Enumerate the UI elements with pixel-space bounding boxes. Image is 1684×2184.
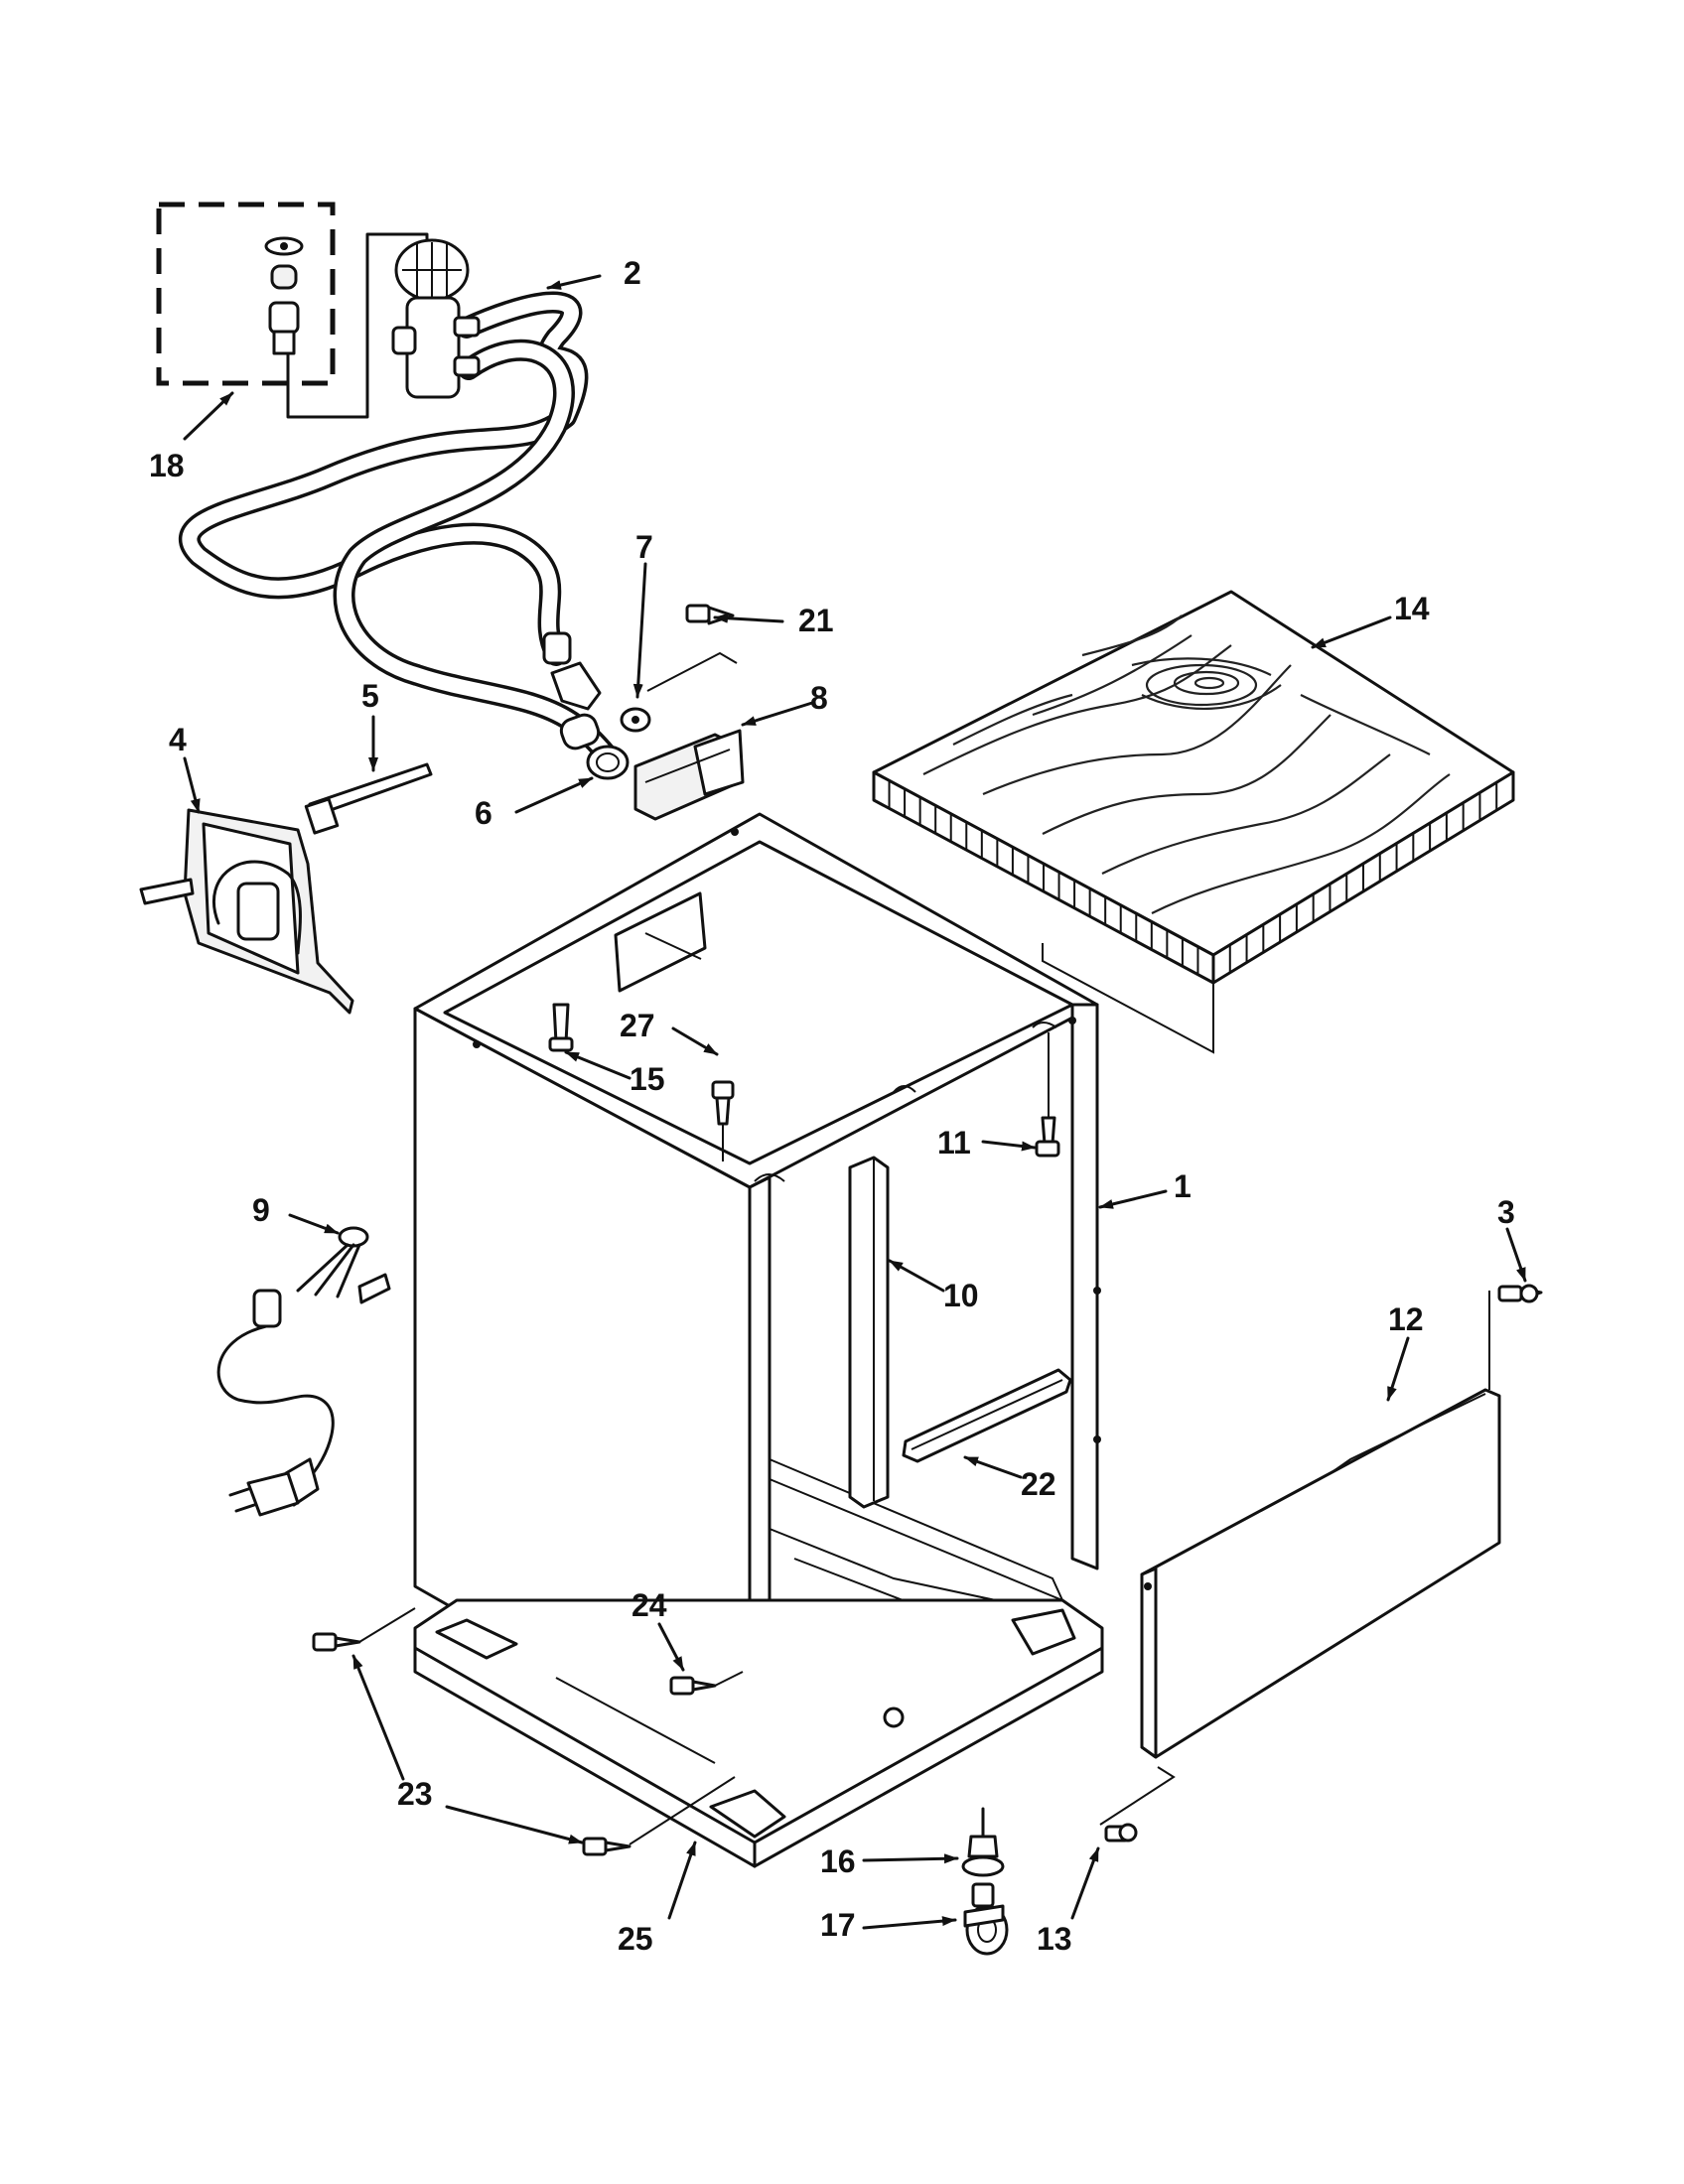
wood-top-part-14 xyxy=(872,590,1515,1054)
power-cord-part-9 xyxy=(216,1226,391,1517)
caster-part-17 xyxy=(963,1882,1009,1956)
callout-24: 24 xyxy=(632,1587,667,1623)
leveling-leg-part-16 xyxy=(961,1807,1005,1877)
callout-4: 4 xyxy=(169,722,187,757)
callout-3: 3 xyxy=(1497,1194,1515,1230)
callout-1: 1 xyxy=(1174,1168,1192,1204)
front-panel-part-12 xyxy=(1140,1291,1501,1759)
brace-part-22 xyxy=(902,1368,1072,1463)
callout-14: 14 xyxy=(1394,591,1430,626)
channel-part-10 xyxy=(848,1156,890,1509)
callout-12: 12 xyxy=(1388,1301,1424,1337)
hose-clamp-part-6 xyxy=(586,745,630,780)
callout-23: 23 xyxy=(397,1776,433,1812)
leader-lines xyxy=(183,274,1527,1930)
callout-11: 11 xyxy=(937,1125,971,1160)
screw-part-15 xyxy=(548,1003,574,1052)
panel-bracket-part-4 xyxy=(139,808,354,1015)
callout-6: 6 xyxy=(475,795,492,831)
cable-tie-part-5 xyxy=(304,762,433,835)
inlet-valve-kit-part-18 xyxy=(156,202,429,419)
callout-2: 2 xyxy=(624,255,641,291)
callout-10: 10 xyxy=(943,1278,979,1313)
callout-22: 22 xyxy=(1021,1466,1056,1502)
screw-part-21 xyxy=(685,604,735,625)
callout-15: 15 xyxy=(630,1061,665,1097)
callout-13: 13 xyxy=(1037,1921,1072,1957)
callout-27: 27 xyxy=(620,1008,655,1043)
screw-part-27 xyxy=(711,1080,735,1161)
water-valve-hose-part-2 xyxy=(179,238,627,775)
washer-part-7 xyxy=(620,707,651,733)
screw-part-13 xyxy=(1099,1766,1176,1843)
callout-5: 5 xyxy=(361,678,379,714)
screw-part-24 xyxy=(669,1671,744,1696)
callout-17: 17 xyxy=(820,1907,856,1943)
bracket-part-8 xyxy=(633,651,745,821)
callout-7: 7 xyxy=(635,529,653,565)
screw-part-23-left xyxy=(312,1607,416,1652)
callout-21: 21 xyxy=(798,603,834,638)
base-part-25 xyxy=(413,1598,1104,1868)
screw-part-23-right xyxy=(582,1776,736,1856)
callout-8: 8 xyxy=(810,680,828,716)
callout-9: 9 xyxy=(252,1192,270,1228)
screw-part-3 xyxy=(1497,1284,1543,1303)
callout-16: 16 xyxy=(820,1843,856,1879)
screw-part-11 xyxy=(1035,1032,1060,1158)
callout-18: 18 xyxy=(149,448,185,483)
callout-25: 25 xyxy=(618,1921,653,1957)
